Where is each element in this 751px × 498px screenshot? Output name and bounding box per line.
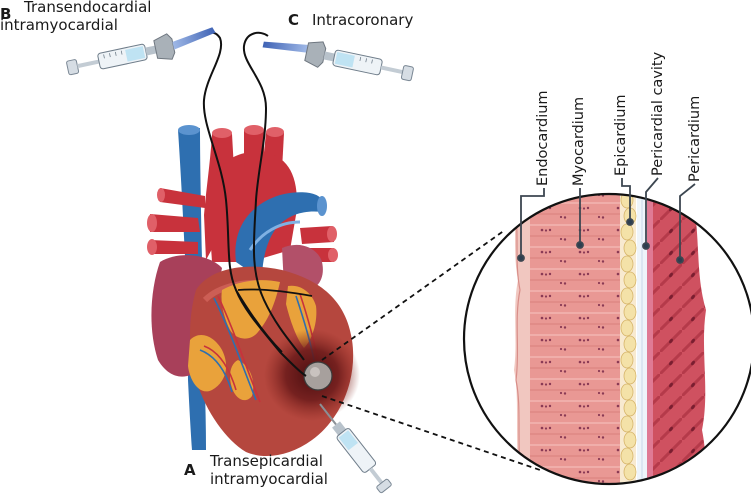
pulmonary-vein-left-1 [150, 214, 200, 232]
syringe-a-needle [319, 403, 337, 426]
syringe-b-connector [153, 33, 176, 60]
syringe-c [262, 41, 414, 82]
label-a-line2: intramyocardial [210, 470, 328, 488]
leader-endocardium [520, 188, 545, 258]
label-c-text: Intracoronary [312, 11, 414, 29]
leader-epicardium-dot [626, 218, 634, 226]
epicardium-cells [620, 194, 637, 481]
label-endocardium: Endocardium [535, 90, 551, 186]
vena-cava-opening [178, 125, 200, 135]
pulmonary-vein-left-2 [150, 240, 198, 254]
pulmonary-artery [235, 192, 322, 280]
coronary-fat-1 [221, 280, 280, 339]
catheter-branch [235, 288, 313, 353]
label-myocardium: Myocardium [571, 96, 587, 186]
syringe-c-ticks [359, 56, 373, 64]
syringe-b-ticks [103, 50, 123, 59]
zoom-line-top [321, 229, 506, 361]
syringe-b-catheter-tip [172, 27, 216, 50]
pulmonary-vein-right-opening-1 [327, 226, 337, 242]
intracoronary-catheter [242, 31, 305, 361]
zoom-circle-border [462, 192, 751, 486]
label-c-letter: C [288, 11, 300, 29]
aorta-branch-3-opening [266, 127, 284, 137]
artery-left-upper-opening [157, 188, 165, 202]
leader-pericardium [679, 183, 696, 260]
heart [147, 125, 360, 456]
syringe-b-plunger [77, 59, 100, 69]
label-b-letter: B [0, 5, 12, 23]
myocardium-layer [530, 194, 622, 484]
serous-membrane [647, 194, 653, 484]
syringe-b [66, 27, 216, 76]
pulmonary-vein-opening-1 [147, 214, 157, 232]
label-b-line1: Transendocardial [24, 0, 152, 16]
leader-epicardium [621, 178, 631, 222]
syringe-c-connector [304, 41, 327, 68]
label-pericardium: Pericardium [687, 95, 703, 182]
label-b-line2: intramyocardial [0, 16, 118, 34]
syringe-b-hub [145, 45, 157, 56]
syringe-c-hub [323, 51, 335, 62]
syringe-a-plunger [368, 467, 384, 485]
aortic-arch [208, 151, 297, 262]
aorta-branch-2-opening [244, 125, 264, 135]
syringe-a-plunger-cap [376, 478, 392, 494]
pulmonary-artery-opening [317, 196, 327, 216]
syringe-c-plunger [380, 65, 403, 75]
label-pericardial-cavity: Pericardial cavity [650, 51, 666, 176]
syringe-a-liquid [338, 430, 358, 451]
leader-endocardium-dot [517, 254, 525, 262]
syringe-a [319, 403, 392, 494]
pulmonary-vein-right-opening-2 [328, 248, 338, 262]
aorta-branch-1-opening [212, 128, 232, 138]
coronary-fat-2 [188, 335, 227, 392]
syringe-a-barrel [336, 428, 377, 473]
zoom-line-bottom [321, 395, 541, 471]
syringe-b-liquid [125, 46, 146, 62]
artery-left-upper [160, 188, 205, 208]
transendocardial-catheter [185, 31, 307, 377]
pulmonary-vein-opening-2 [147, 239, 157, 255]
label-a-line1: Transepicardial [210, 452, 323, 470]
syringe-c-liquid [334, 52, 355, 68]
injection-site-highlight [310, 367, 320, 377]
leader-pericardial-cavity-dot [642, 242, 650, 250]
syringe-b-plunger-cap [66, 59, 80, 76]
leader-pericardial-cavity [645, 177, 659, 246]
endocardium-edge [513, 199, 523, 484]
pulmonary-vein-right-1 [300, 226, 334, 244]
syringe-c-catheter-tip [262, 41, 309, 53]
leader-pericardium-dot [676, 256, 684, 264]
tissue-cross-section [462, 192, 751, 486]
label-a-letter: A [184, 461, 196, 479]
label-epicardium: Epicardium [613, 94, 629, 176]
catheters [185, 31, 313, 377]
leader-lines [517, 177, 696, 264]
leader-myocardium-dot [576, 241, 584, 249]
syringe-c-plunger-cap [400, 65, 414, 82]
